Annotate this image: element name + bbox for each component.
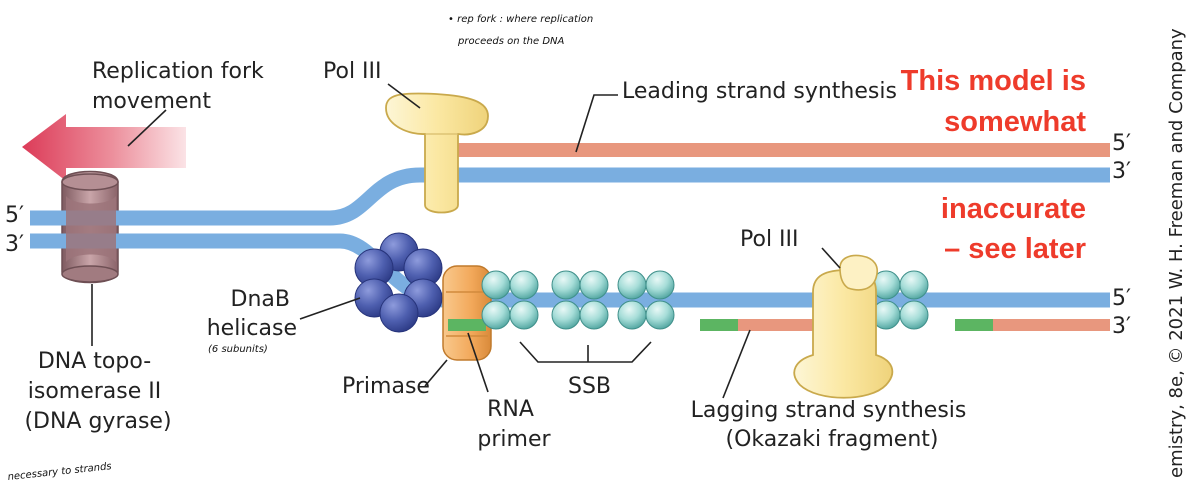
leader-lines [91, 83, 841, 399]
lagging-primer-right [955, 319, 1110, 331]
annotation-line-3: inaccurate [941, 193, 1086, 225]
end-5-left: 5′ [5, 203, 24, 228]
ssb-protein [551, 270, 581, 300]
ssb-protein [899, 300, 929, 330]
dna-gyrase-front [61, 196, 119, 283]
leading-strand-arrow [428, 136, 1110, 164]
ssb-protein [509, 300, 539, 330]
handwritten-subunits-note: (6 subunits) [208, 344, 268, 355]
ssb-cluster [617, 270, 675, 330]
ssb-protein [579, 270, 609, 300]
handwritten-bottom-note: necessary to strands [7, 461, 112, 483]
rna-primer-label: RNA primer [477, 397, 551, 452]
leading-strand-label: Leading strand synthesis [622, 79, 897, 104]
ssb-protein [899, 270, 929, 300]
ssb-protein [481, 270, 511, 300]
ssb-label: SSB [568, 374, 611, 399]
inaccuracy-annotation: This model is somewhat inaccurate – see … [901, 65, 1087, 265]
primase-label: Primase [342, 374, 430, 399]
ssb-protein [617, 300, 647, 330]
ssb-protein [551, 300, 581, 330]
ssb-proteins [481, 270, 929, 330]
pol-iii-bottom-label: Pol III [740, 227, 799, 252]
ssb-protein [481, 300, 511, 330]
dna-topoisomerase-label: DNA topo- isomerase II (DNA gyrase) [24, 349, 171, 434]
dnab-helicase-shape [354, 232, 443, 333]
primase-shape [442, 265, 492, 361]
ssb-protein [617, 270, 647, 300]
ssb-protein [645, 270, 675, 300]
ssb-cluster [481, 270, 539, 330]
replication-fork-label: Replication fork movement [92, 59, 271, 114]
ssb-protein [579, 300, 609, 330]
end-3-bottom-right: 3′ [1112, 314, 1131, 339]
annotation-line-2: somewhat [944, 106, 1086, 138]
end-5-top-right: 5′ [1112, 131, 1131, 156]
dnab-helicase-label: DnaB helicase [207, 287, 297, 341]
ssb-protein [509, 270, 539, 300]
pol-iii-top-label: Pol III [323, 59, 382, 84]
pol-iii-lagging-shape [793, 254, 894, 399]
ssb-cluster [871, 270, 929, 330]
ssb-protein [645, 300, 675, 330]
handwritten-rep-fork-note: • rep fork : where replication proceeds … [448, 14, 596, 47]
lagging-strand-label: Lagging strand synthesis (Okazaki fragme… [691, 398, 974, 452]
annotation-line-4: – see later [944, 233, 1086, 265]
end-5-bottom-right: 5′ [1112, 286, 1131, 311]
ssb-cluster [551, 270, 609, 330]
pol-iii-leading-shape [385, 92, 489, 214]
end-3-top-right: 3′ [1112, 159, 1131, 184]
fork-movement-arrow [22, 114, 186, 181]
annotation-line-1: This model is [901, 65, 1086, 97]
end-3-left: 3′ [5, 232, 24, 257]
copyright-credit: emistry, 8e, © 2021 W. H. Freeman and Co… [1166, 28, 1187, 478]
